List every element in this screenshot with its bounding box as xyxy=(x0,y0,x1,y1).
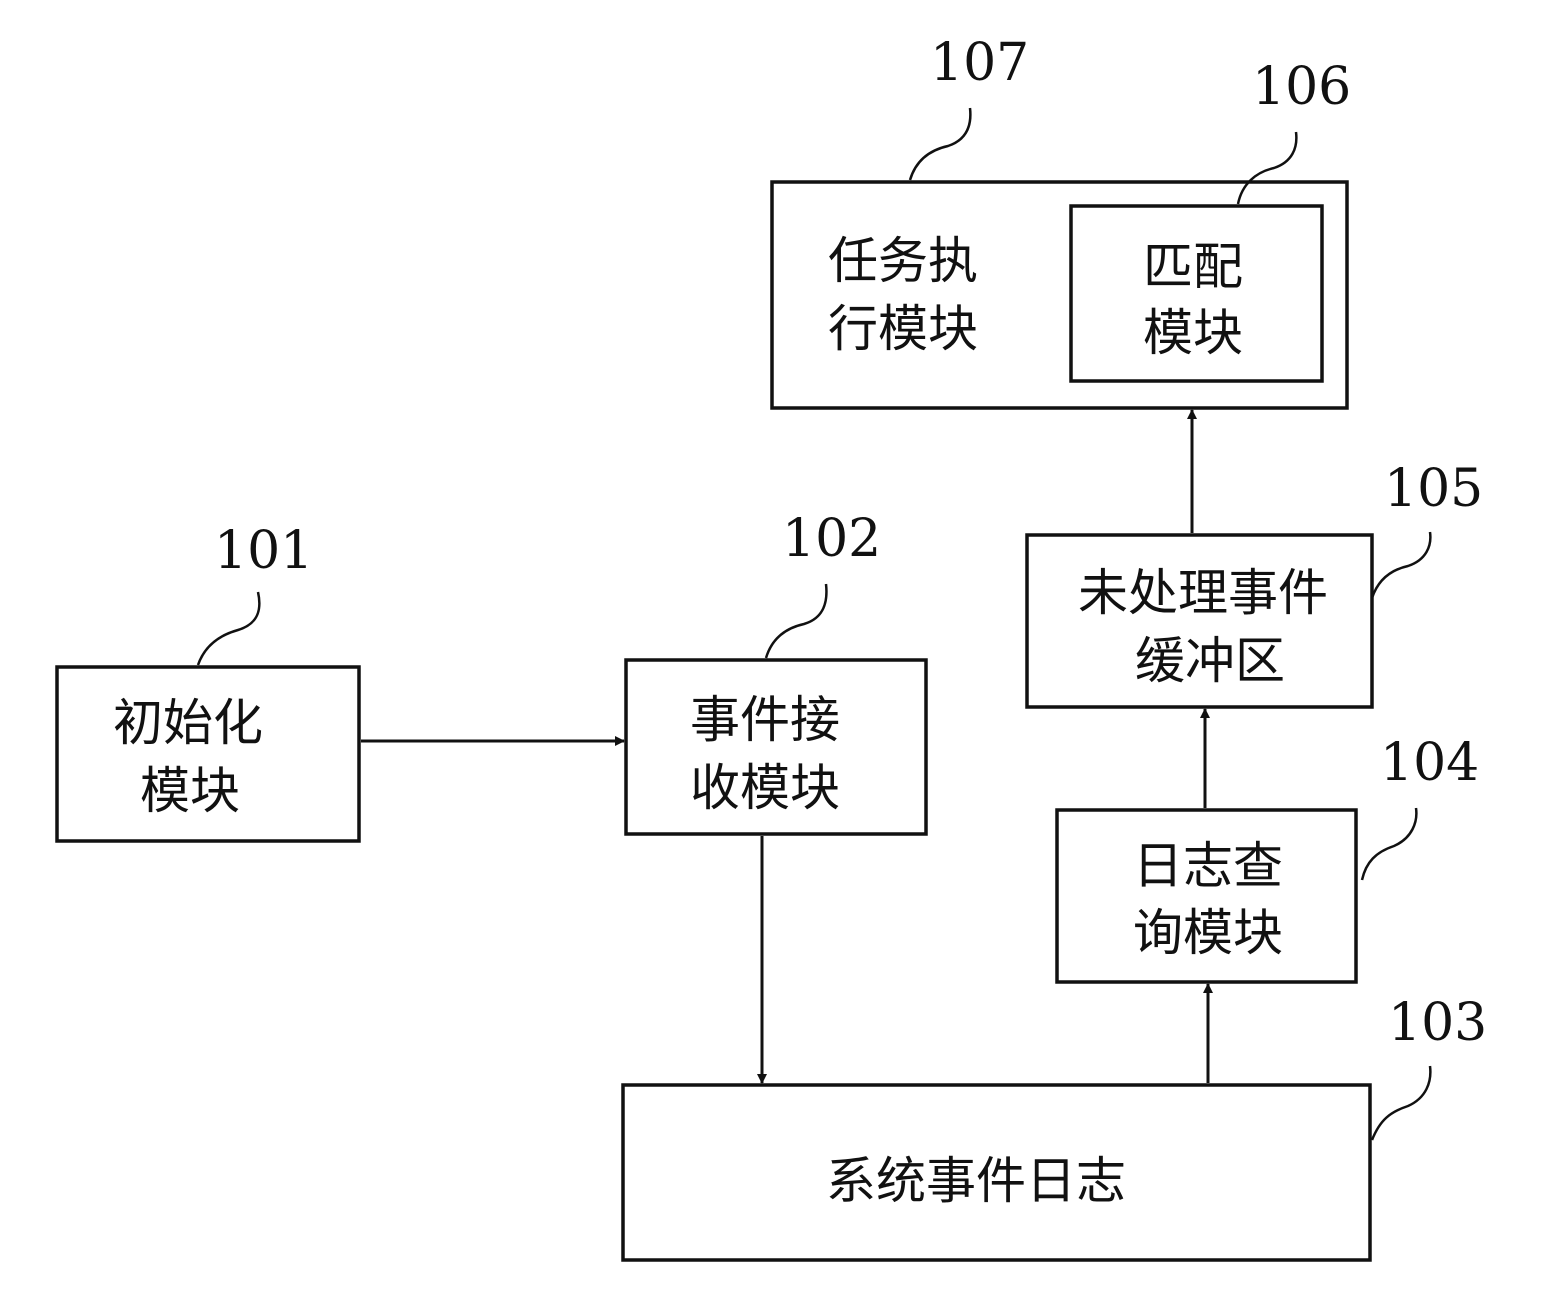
task-exec-label-1: 任务执 xyxy=(828,232,978,290)
unprocessed-buffer-module: 未处理事件 缓冲区 xyxy=(1025,533,1374,709)
leader-101 xyxy=(196,591,261,666)
ref-104: 104 xyxy=(1380,733,1479,793)
ref-105: 105 xyxy=(1384,459,1483,519)
ref-101: 101 xyxy=(214,521,313,581)
log-query-label-2: 询模块 xyxy=(1133,904,1283,962)
leader-104 xyxy=(1360,807,1418,881)
ref-102: 102 xyxy=(782,509,881,569)
ref-107: 107 xyxy=(930,33,1029,93)
event-receive-label-2: 收模块 xyxy=(690,759,840,817)
event-receive-label-1: 事件接 xyxy=(690,691,840,749)
leader-102 xyxy=(764,583,828,659)
system-log-label: 系统事件日志 xyxy=(826,1152,1126,1210)
buffer-label-1: 未处理事件 xyxy=(1078,564,1328,622)
task-exec-label-2: 行模块 xyxy=(828,300,978,358)
ref-106: 106 xyxy=(1252,57,1351,117)
leader-107 xyxy=(908,107,972,181)
leader-106 xyxy=(1236,131,1298,205)
init-label-2: 模块 xyxy=(140,762,240,820)
match-label-2: 模块 xyxy=(1143,304,1243,362)
init-label-1: 初始化 xyxy=(113,694,263,752)
ref-103: 103 xyxy=(1388,993,1487,1053)
log-query-label-1: 日志查 xyxy=(1133,837,1283,895)
leader-105 xyxy=(1370,531,1432,599)
event-receive-module: 事件接 收模块 xyxy=(624,658,928,836)
match-module: 匹配 模块 xyxy=(1069,204,1324,383)
buffer-label-2: 缓冲区 xyxy=(1135,632,1285,690)
match-label-1: 匹配 xyxy=(1143,238,1243,296)
leader-103 xyxy=(1370,1065,1432,1141)
log-query-module: 日志查 询模块 xyxy=(1055,808,1358,984)
system-log-module: 系统事件日志 xyxy=(621,1083,1372,1262)
init-module: 初始化 模块 xyxy=(55,665,361,843)
